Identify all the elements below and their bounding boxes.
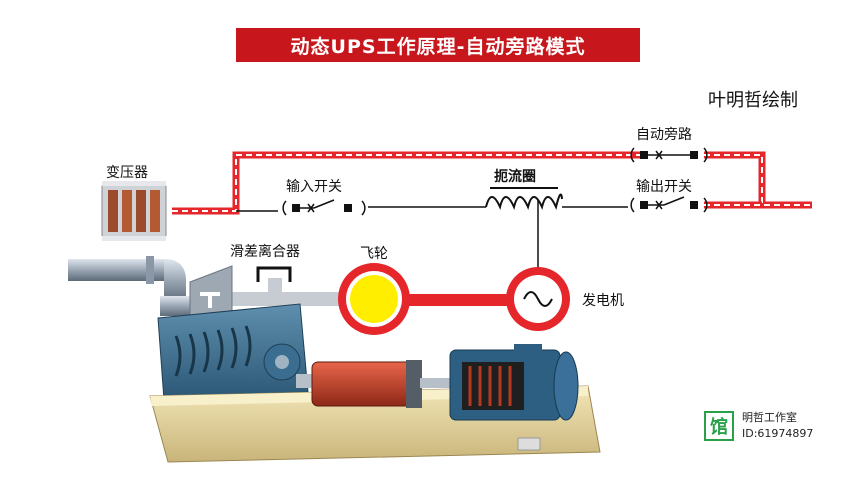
label-generator: 发电机 [582, 293, 624, 309]
generator-icon [506, 267, 570, 331]
label-slip-clutch: 滑差离合器 [230, 244, 300, 260]
clutch-shaft [232, 292, 340, 306]
choke-coil-icon [485, 187, 563, 211]
flywheel-icon [338, 263, 410, 335]
author-credit: 叶明哲绘制 [708, 90, 798, 111]
main-line [236, 200, 628, 270]
label-transformer: 变压器 [106, 165, 148, 181]
label-choke: 扼流圈 [494, 169, 536, 185]
bypass-path [172, 151, 812, 215]
studio-id: ID:61974897 [742, 427, 814, 440]
rotor-assembly [296, 360, 450, 408]
bypass-switch-icon [630, 147, 708, 163]
engine-block [157, 303, 309, 401]
intake-pipe [68, 256, 190, 316]
studio-watermark: 馆 明哲工作室 ID:61974897 [704, 410, 813, 442]
label-output-switch: 输出开关 [636, 179, 692, 195]
output-switch-icon [630, 196, 708, 213]
generator-machine [449, 344, 579, 421]
label-auto-bypass: 自动旁路 [636, 127, 692, 143]
input-switch-icon [282, 199, 366, 216]
diagram-title: 动态UPS工作原理-自动旁路模式 [236, 28, 640, 62]
studio-name: 明哲工作室 [742, 411, 797, 424]
transformer-icon [101, 181, 167, 241]
label-flywheel: 飞轮 [360, 246, 388, 262]
studio-badge: 馆 [704, 411, 734, 441]
drive-shaft [408, 294, 514, 306]
label-input-switch: 输入开关 [286, 179, 342, 195]
